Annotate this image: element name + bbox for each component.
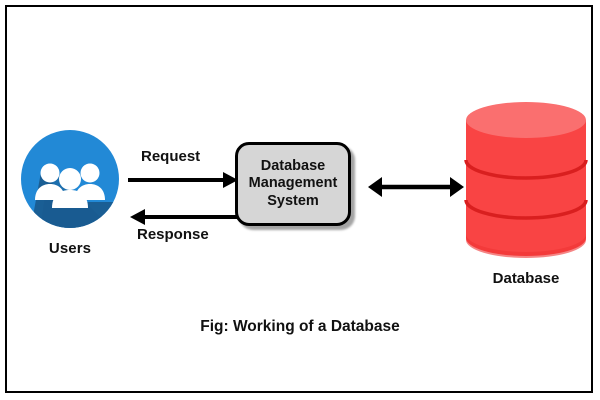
response-arrow bbox=[130, 209, 238, 225]
database-node-label: Database bbox=[492, 270, 560, 287]
request-response-arrows bbox=[128, 143, 240, 243]
database-cylinder-icon bbox=[458, 98, 594, 268]
dbms-node: Database Management System bbox=[235, 142, 351, 226]
dbms-label-line-3: System bbox=[267, 192, 319, 209]
users-group-icon bbox=[19, 128, 121, 230]
request-arrow-label: Request bbox=[141, 148, 201, 165]
response-arrow-label: Response bbox=[137, 226, 209, 243]
dbms-database-double-arrow bbox=[368, 170, 464, 204]
figure-caption: Fig: Working of a Database bbox=[200, 318, 400, 335]
users-node-label: Users bbox=[48, 240, 92, 257]
dbms-label-line-1: Database bbox=[260, 158, 326, 175]
dbms-label-line-2: Management bbox=[248, 175, 338, 192]
request-arrow bbox=[128, 172, 238, 188]
